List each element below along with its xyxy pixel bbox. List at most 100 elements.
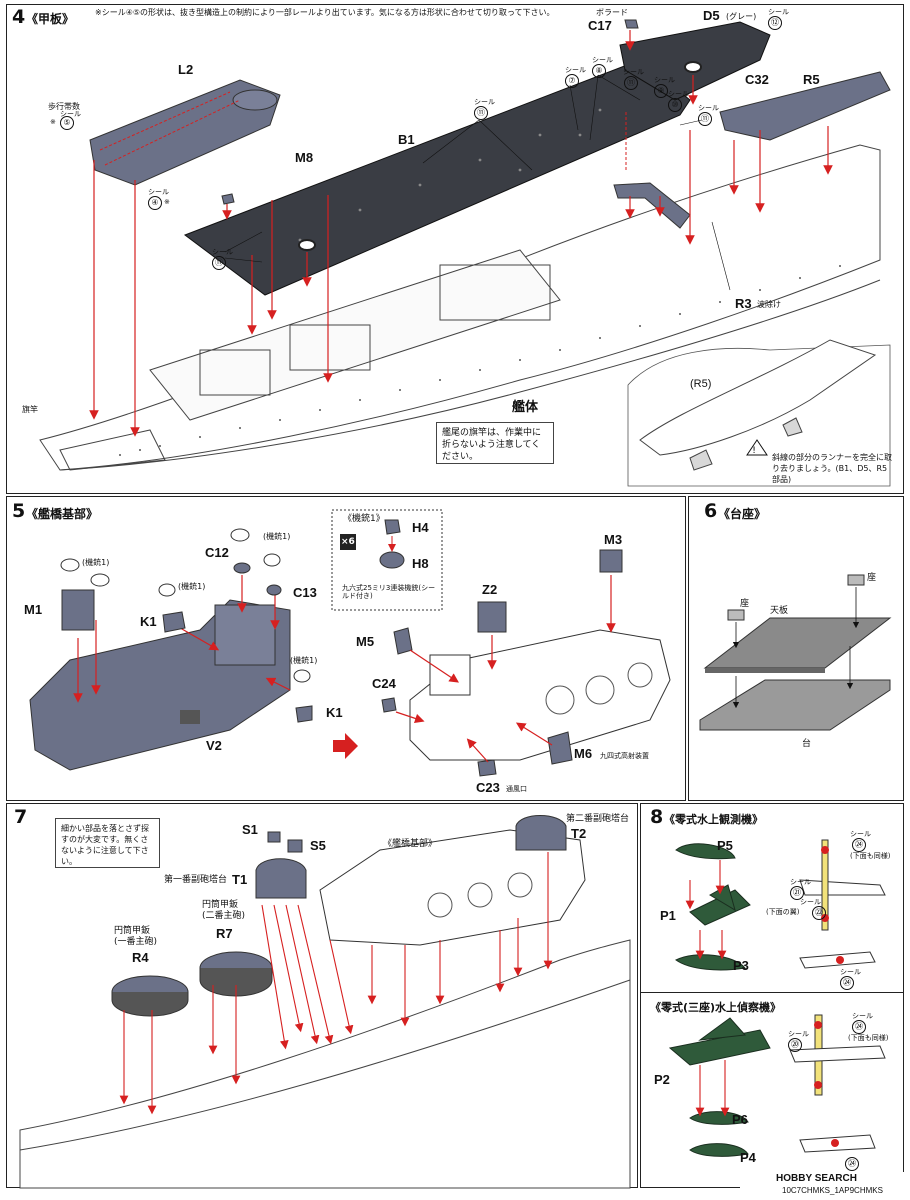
part-D5: D5 xyxy=(703,8,720,23)
flagpole-note: 艦尾の旗竿は、作業中に折らないよう注意してください。 xyxy=(436,422,554,464)
T2-part xyxy=(515,815,567,851)
step5-number: 5 xyxy=(12,500,26,522)
part-S5: S5 xyxy=(310,838,326,853)
seal-24c: ㉔ xyxy=(852,1020,866,1034)
part-Z2: Z2 xyxy=(482,582,498,597)
part-C13: C13 xyxy=(293,585,317,600)
seal-label-11b: シール xyxy=(212,248,233,256)
mg-count: ×6 xyxy=(341,537,355,547)
seal-label-24b: シール xyxy=(840,968,861,976)
seal-7: ⑦ xyxy=(565,74,579,88)
seal-label-24c: シール xyxy=(852,1012,873,1020)
part-M8: M8 xyxy=(295,150,314,165)
part-K1-b: K1 xyxy=(326,705,343,720)
seal-label-4: シール xyxy=(148,188,169,196)
part-R4: R4 xyxy=(132,950,149,965)
seal-10: ⑩ xyxy=(668,98,682,112)
part-H4: H4 xyxy=(412,520,429,535)
mg-label-4: (機銃1) xyxy=(290,656,318,665)
step6-number: 6 xyxy=(704,500,718,522)
bridge-assembly xyxy=(409,629,671,761)
seal-label-12: シール xyxy=(768,8,789,16)
part-K1-a: K1 xyxy=(140,614,157,629)
M6-note: 九四式高射装置 xyxy=(600,752,649,760)
flagpole-label: 旗竿 xyxy=(22,405,38,414)
seal-label-21: シール xyxy=(790,878,811,886)
R5-inset xyxy=(639,339,877,456)
seal-5: ⑤ xyxy=(60,116,74,130)
plane2-parts xyxy=(668,1017,771,1157)
part-C17: C17 xyxy=(588,18,612,33)
part-P4: P4 xyxy=(740,1150,756,1165)
runner-note: 斜線の部分のランナーを完全に取り去りましょう。(B1、D5、R5 部品) xyxy=(772,453,892,484)
part-P5: P5 xyxy=(717,838,733,853)
seal-11b: ⑪ xyxy=(212,256,226,270)
D5-color-note: (グレー) xyxy=(726,12,757,21)
step4-hull xyxy=(39,144,881,471)
step7-number: 7 xyxy=(14,806,28,828)
mg-label-3: (機銃1) xyxy=(178,582,206,591)
step5-panel xyxy=(6,496,686,801)
seal-22: ㉒ xyxy=(812,906,826,920)
seal-label-11a: シール xyxy=(474,98,495,106)
top-board-label: 天板 xyxy=(770,606,789,616)
hull-portholes xyxy=(119,265,841,456)
step5-title: 《艦橋基部》 xyxy=(26,507,99,521)
step8-number: 8 xyxy=(650,806,664,828)
part-C23: C23 xyxy=(476,780,500,795)
seal-label-20: シール xyxy=(788,1030,809,1038)
D5-part xyxy=(619,21,771,101)
mg-label-2: (機銃1) xyxy=(263,532,291,541)
seal-11d: ⑪ xyxy=(698,112,712,126)
svg-text:!: ! xyxy=(752,446,756,456)
seal-11a: ⑪ xyxy=(474,106,488,120)
step6-title: 《台座》 xyxy=(718,507,767,521)
seal-label-5: シール xyxy=(60,110,81,118)
part-M3: M3 xyxy=(604,532,623,547)
seal-24b: ㉔ xyxy=(840,976,854,990)
step6-panel xyxy=(688,496,904,801)
seal-label-11d: シール xyxy=(698,104,719,112)
under-wing3-note: (下面も同様) xyxy=(848,1034,889,1042)
part-P2: P2 xyxy=(654,1072,670,1087)
part-T1: T1 xyxy=(232,872,248,887)
part-M6: M6 xyxy=(574,746,593,761)
seal-8: ⑧ xyxy=(592,64,606,78)
seal-label-11c: シール xyxy=(623,68,644,76)
step8-title2: 《零式(三座)水上偵察機》 xyxy=(650,1001,782,1014)
part-B1: B1 xyxy=(398,132,415,147)
mg-box-note: 九六式25ミリ3連装機銃(シールド付き) xyxy=(342,584,436,600)
seal-label-7: シール xyxy=(565,66,586,74)
hull-label: 艦体 xyxy=(512,399,539,414)
step8-title: 《零式水上観測機》 xyxy=(664,813,763,826)
base-board xyxy=(699,679,891,731)
L2-part xyxy=(89,79,281,186)
step7-hull xyxy=(19,939,631,1189)
part-V2: V2 xyxy=(206,738,222,753)
C23-note: 通風口 xyxy=(506,785,527,793)
r4-label: 円筒甲鈑 (一番主砲) xyxy=(114,926,158,947)
plane1-parts xyxy=(675,843,751,971)
inset-R5-label: (R5) xyxy=(690,378,712,390)
seal-label-8: シール xyxy=(592,56,613,64)
part-R7: R7 xyxy=(216,926,233,941)
part-P1: P1 xyxy=(660,908,676,923)
watermark-brand: HOBBY SEARCH xyxy=(776,1173,857,1184)
step4-panel xyxy=(6,4,904,494)
seal-label-24a: シール xyxy=(850,830,871,838)
part-C32: C32 xyxy=(745,72,769,87)
top-note: ※シール④⑤の形状は、抜き型構造上の制約により一部レールより出ています。気になる… xyxy=(95,8,555,17)
seal-12: ⑫ xyxy=(768,16,782,30)
part-R3: R3 xyxy=(735,296,752,311)
seal-label-9: シール xyxy=(654,76,675,84)
part-R5: R5 xyxy=(803,72,820,87)
part-C12: C12 xyxy=(205,545,229,560)
seal-9: ⑨ xyxy=(654,84,668,98)
seal-21: ㉑ xyxy=(790,886,804,900)
step7-note: 細かい部品を落とさず探すのが大変です。無くさないように注意して下さい。 xyxy=(55,818,160,868)
step4-number: 4 xyxy=(12,6,26,28)
turret2-label: 第二番副砲塔台 xyxy=(566,814,630,824)
seal-24a: ㉔ xyxy=(852,838,866,852)
bollard-label: ボラード xyxy=(596,8,628,17)
